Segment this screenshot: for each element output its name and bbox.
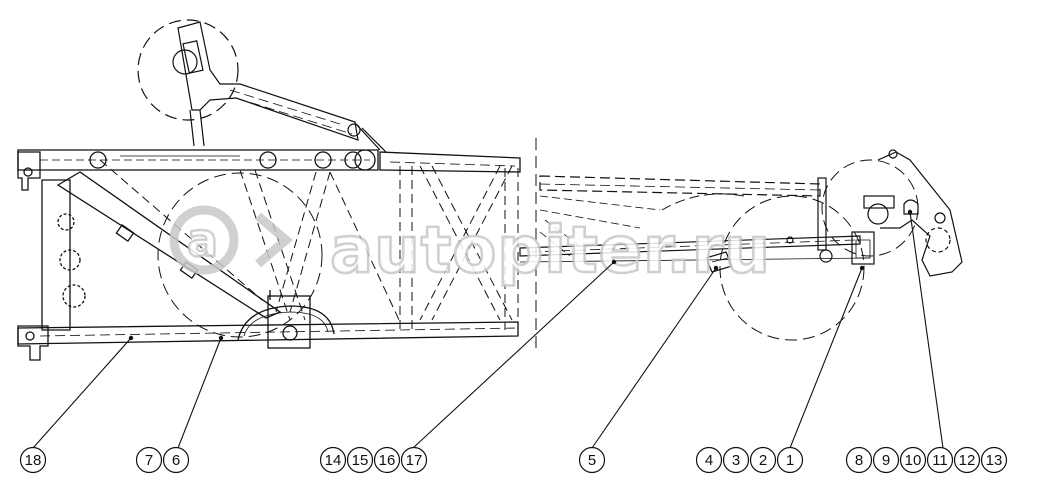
callout-number: 15 bbox=[352, 452, 369, 469]
rear-bracket-assembly bbox=[786, 149, 963, 277]
callout-number: 8 bbox=[855, 452, 863, 469]
callout-bubble bbox=[346, 446, 374, 474]
callout-group: 18 bbox=[19, 446, 47, 474]
callout-number: 16 bbox=[379, 452, 396, 469]
leader-endpoints bbox=[128, 209, 913, 341]
callout-bubble bbox=[695, 446, 723, 474]
callout-bubble bbox=[135, 446, 163, 474]
callout-bubble bbox=[373, 446, 401, 474]
callout-bubble bbox=[578, 446, 606, 474]
callout-number: 13 bbox=[986, 452, 1003, 469]
callout-number: 12 bbox=[959, 452, 976, 469]
center-mount bbox=[237, 290, 335, 349]
callout-group: 4 3 2 1 bbox=[695, 446, 804, 474]
callout-number: 18 bbox=[25, 452, 42, 469]
callout-number: 14 bbox=[325, 452, 342, 469]
callout-bubble bbox=[400, 446, 428, 474]
callout-number: 10 bbox=[905, 452, 922, 469]
callout-number: 2 bbox=[759, 452, 767, 469]
callout-group: 14 15 16 17 bbox=[319, 446, 428, 474]
callout-bubble bbox=[19, 446, 47, 474]
callout-number: 4 bbox=[705, 452, 713, 469]
callout-bubble bbox=[749, 446, 777, 474]
callout-number: 6 bbox=[172, 452, 180, 469]
callout-bubble bbox=[899, 446, 927, 474]
watermark-text: autopiter.ru bbox=[330, 214, 771, 288]
callout-bubble bbox=[319, 446, 347, 474]
callout-number: 7 bbox=[145, 452, 153, 469]
callout-bubble bbox=[162, 446, 190, 474]
callout-number: 5 bbox=[588, 452, 596, 469]
callout-number: 1 bbox=[786, 452, 794, 469]
callout-group: 5 bbox=[578, 446, 606, 474]
watermark: a autopiter.ru bbox=[169, 205, 771, 289]
callout-bubble bbox=[953, 446, 981, 474]
callout-bubble bbox=[926, 446, 954, 474]
callout-number: 11 bbox=[932, 452, 948, 469]
support-wheel-left bbox=[157, 172, 323, 338]
leader-lines bbox=[32, 211, 944, 449]
callout-bubble bbox=[776, 446, 804, 474]
callout-group: 8 9 10 11 12 13 bbox=[845, 446, 1008, 474]
callout-bubble bbox=[980, 446, 1008, 474]
truss-members bbox=[99, 159, 519, 330]
callout-number: 9 bbox=[882, 452, 890, 469]
callout-bubble bbox=[845, 446, 873, 474]
svg-text:a: a bbox=[187, 213, 218, 267]
top-wheel-assembly bbox=[137, 19, 387, 153]
callout-number: 17 bbox=[406, 452, 423, 469]
callout-bubble bbox=[872, 446, 900, 474]
callout-number: 3 bbox=[732, 452, 740, 469]
upper-dashed-arc bbox=[661, 193, 745, 211]
callout-bubble bbox=[722, 446, 750, 474]
right-frame bbox=[519, 175, 871, 273]
